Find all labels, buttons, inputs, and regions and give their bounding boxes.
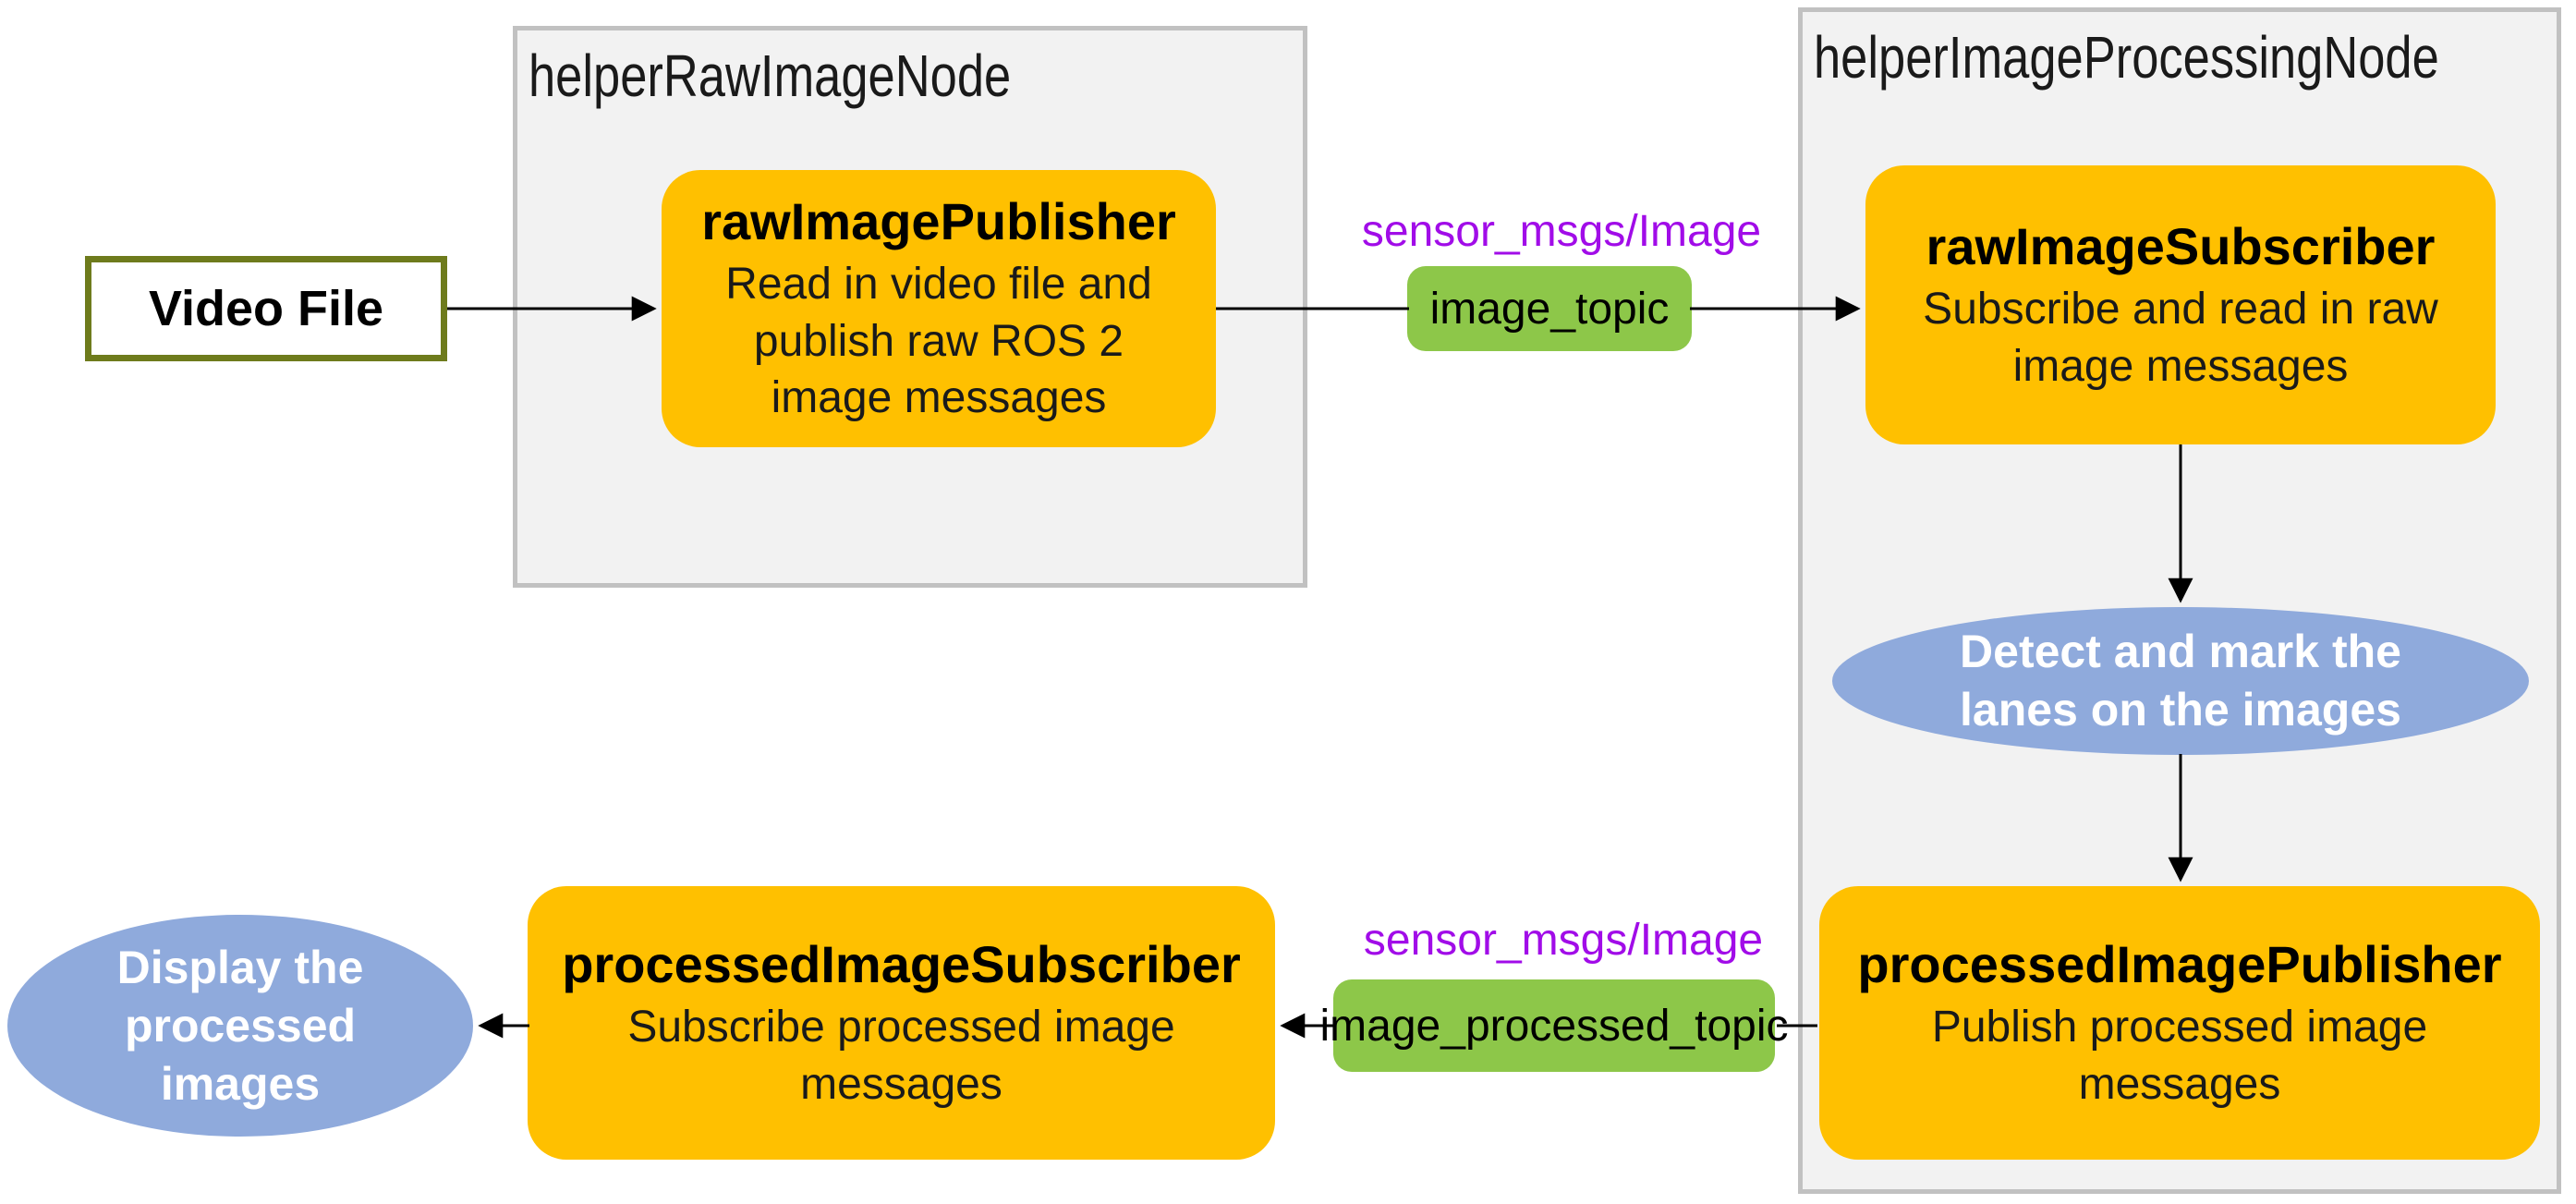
topic-image-topic: image_topic (1407, 266, 1692, 351)
node-title: rawImagePublisher (701, 192, 1176, 251)
node-description: Subscribe and read in raw image messages (1923, 285, 2438, 391)
node-description: Publish processed image messages (1931, 1003, 2428, 1109)
group-title-image-processing-node: helperImageProcessingNode (1814, 24, 2439, 91)
node-processed-image-publisher: processedImagePublisher Publish processe… (1819, 886, 2540, 1160)
topic-label: image_processed_topic (1319, 1001, 1789, 1051)
message-type-label-image-topic: sensor_msgs/Image (1361, 207, 1762, 256)
node-title: processedImagePublisher (1857, 934, 2502, 993)
node-raw-image-subscriber: rawImageSubscriber Subscribe and read in… (1865, 165, 2496, 444)
group-title-raw-image-node: helperRawImageNode (529, 43, 1012, 109)
node-title: rawImageSubscriber (1926, 216, 2436, 275)
node-raw-image-publisher: rawImagePublisher Read in video file and… (662, 170, 1216, 447)
video-file-box: Video File (85, 256, 447, 361)
process-label: Detect and mark the lanes on the images (1960, 626, 2401, 736)
video-file-label: Video File (148, 281, 384, 336)
node-description: Subscribe processed image messages (627, 1003, 1175, 1109)
node-title: processedImageSubscriber (562, 934, 1241, 993)
node-processed-image-subscriber: processedImageSubscriber Subscribe proce… (528, 886, 1275, 1160)
node-description: Read in video file and publish raw ROS 2… (725, 260, 1152, 423)
topic-image-processed-topic: image_processed_topic (1320, 979, 1789, 1072)
process-label: Display the processed images (116, 941, 364, 1110)
process-detect-lanes-ellipse: Detect and mark the lanes on the images (1832, 607, 2529, 755)
topic-label: image_topic (1429, 284, 1670, 334)
message-type-label-image-processed-topic: sensor_msgs/Image (1363, 916, 1764, 965)
process-display-images-ellipse: Display the processed images (7, 915, 473, 1137)
